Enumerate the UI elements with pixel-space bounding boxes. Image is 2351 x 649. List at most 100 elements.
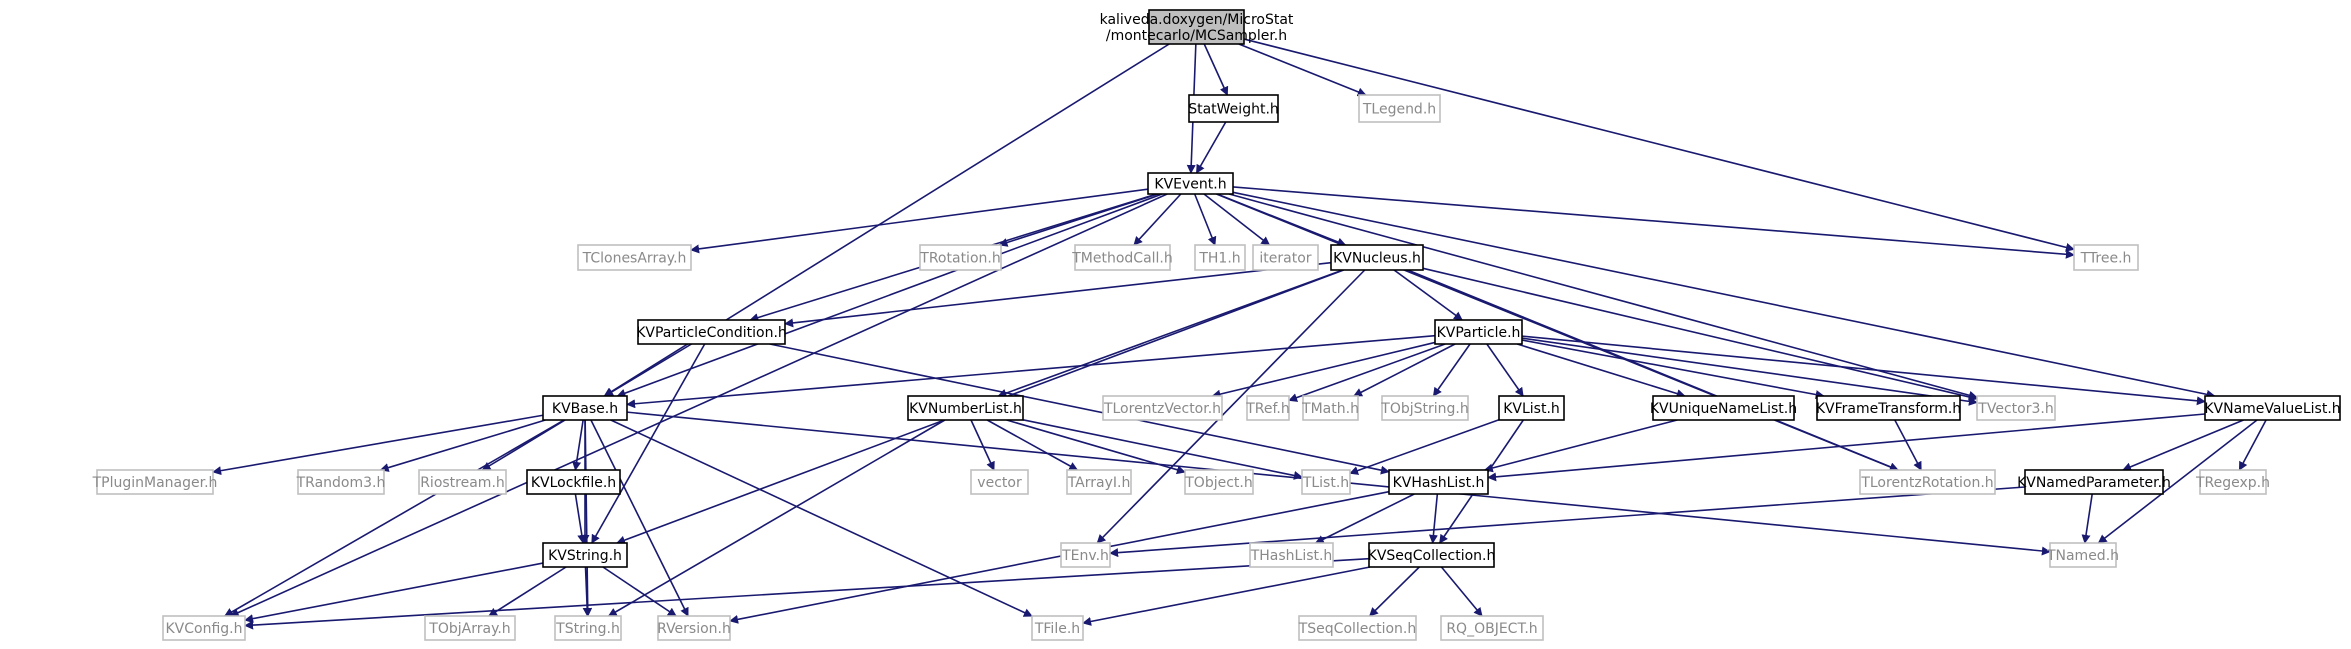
node-label-RQ_OBJECT: RQ_OBJECT.h [1446,621,1537,637]
node-root[interactable]: kaliveda.doxygen/MicroStat/montecarlo/MC… [1100,9,1294,45]
node-box-TString [554,615,622,641]
node-label-KVString: KVString.h [548,548,622,564]
node-label-TEnv: TEnv.h [1061,548,1109,564]
node-box-TFile [1031,615,1084,641]
edge-KVBase-to-TString [583,419,593,617]
node-box-KVNameValueList [2204,395,2341,421]
node-KVUniqueNameList[interactable]: KVUniqueNameList.h [1650,395,1797,421]
node-TEnv: TEnv.h [1060,542,1111,568]
node-label-TObjString: TObjString.h [1380,401,1468,417]
node-KVEvent[interactable]: KVEvent.h [1147,172,1234,195]
node-KVLockfile[interactable]: KVLockfile.h [526,469,621,495]
node-box-TObjArray [424,615,516,641]
edge-KVHashList-to-RVersion [729,490,1390,624]
node-label-KVLockfile: KVLockfile.h [531,475,616,491]
edge-KVNameValueList-to-KVHashList [1487,413,2206,482]
edge-KVEvent-to-TTree [1232,186,2075,259]
node-box-TRotation [919,244,1002,271]
node-KVParticle[interactable]: KVParticle.h [1434,319,1523,345]
node-label-KVList: KVList.h [1503,401,1560,417]
edge-KVParticle-to-KVNameValueList [1521,335,2206,406]
node-TLorentzRotation: TLorentzRotation.h [1859,469,1996,495]
node-KVFrameTransform[interactable]: KVFrameTransform.h [1816,395,1961,421]
node-box-TH1 [1194,244,1246,271]
node-TLorentzVector: TLorentzVector.h [1102,395,1223,421]
edge-KVBase-to-RVersion [590,419,689,617]
edge-KVNucleus-to-KVParticle [1393,269,1463,321]
node-box-KVLockfile [526,469,621,495]
node-box-KVHashList [1388,469,1489,495]
node-label-KVNucleus: KVNucleus.h [1333,251,1421,267]
node-KVList[interactable]: KVList.h [1498,395,1565,421]
edge-KVHashList-to-THashList [1314,493,1415,544]
node-TRotation: TRotation.h [919,244,1002,271]
node-box-TLorentzVector [1102,395,1223,421]
node-label-KVNamedParameter: KVNamedParameter.h [2017,475,2171,491]
node-box-TRandom3 [297,469,385,495]
edge-root-to-KVBase [603,43,1170,397]
node-label-TRotation: TRotation.h [919,251,1000,267]
edge-KVNumberList-to-TArrayI [986,419,1079,471]
node-label-TLorentzRotation: TLorentzRotation.h [1860,475,1993,491]
node-THashList: THashList.h [1249,542,1334,568]
edge-KVBase-to-KVConfig [224,419,565,617]
node-label-TSeqCollection: TSeqCollection.h [1298,621,1417,637]
edge-KVParticle-to-KVUniqueNameList [1516,343,1686,398]
node-TNamed: TNamed.h [2046,542,2119,568]
node-TObjString: TObjString.h [1380,395,1469,421]
node-label-StatWeight: StatWeight.h [1188,102,1279,118]
edge-KVNamedParameter-to-TNamed [2081,493,2093,544]
node-KVSeqCollection[interactable]: KVSeqCollection.h [1368,542,1496,568]
node-label-KVHashList: KVHashList.h [1393,475,1485,491]
edge-KVBase-to-TPluginManager [212,414,544,476]
edge-KVEvent-to-TH1 [1193,193,1217,246]
node-KVBase[interactable]: KVBase.h [542,395,628,421]
node-StatWeight[interactable]: StatWeight.h [1188,94,1279,123]
node-label-TVector3: TVector3.h [1977,401,2053,417]
node-box-Riostream [418,469,507,495]
edge-KVEvent-to-KVBase [616,193,1163,398]
node-box-TClonesArray [577,244,692,271]
node-box-TObject [1184,469,1254,495]
node-box-KVSeqCollection [1368,542,1495,568]
node-label-root: /montecarlo/MCSampler.h [1106,28,1287,44]
node-label-TArrayI: TArrayI.h [1067,475,1131,491]
node-KVNamedParameter[interactable]: KVNamedParameter.h [2017,469,2171,495]
edge-KVNumberList-to-TObject [1006,419,1186,475]
edge-StatWeight-to-KVEvent [1195,121,1227,174]
edge-KVParticle-to-KVFrameTransform [1521,339,1825,399]
node-box-TRef [1246,395,1290,421]
node-KVConfig: KVConfig.h [162,615,246,641]
edge-KVParticle-to-TObjString [1432,343,1471,397]
node-KVNameValueList[interactable]: KVNameValueList.h [2204,395,2341,421]
edge-KVNucleus-to-TVector3 [1422,267,1978,402]
node-TTree: TTree.h [2073,244,2139,271]
edge-root-to-TLegend [1238,43,1367,97]
node-label-TObject: TObject.h [1184,475,1252,491]
node-box-TTree [2073,244,2139,271]
node-KVNucleus[interactable]: KVNucleus.h [1330,244,1424,271]
node-label-KVParticleCondition: KVParticleCondition.h [636,325,787,341]
node-KVNumberList[interactable]: KVNumberList.h [907,395,1024,421]
node-label-KVSeqCollection: KVSeqCollection.h [1368,548,1496,564]
edge-KVUniqueNameList-to-KVHashList [1483,419,1678,473]
edge-KVBase-to-TFile [610,419,1033,617]
node-KVHashList[interactable]: KVHashList.h [1388,469,1489,495]
node-label-TFile: TFile.h [1034,621,1080,637]
edge-KVFrameTransform-to-TLorentzRotation [1894,419,1922,471]
node-box-KVList [1498,395,1565,421]
edge-KVLockfile-to-KVString [574,493,587,544]
node-KVParticleCondition[interactable]: KVParticleCondition.h [636,319,787,345]
node-box-iterator [1252,244,1319,271]
node-Riostream: Riostream.h [418,469,507,495]
node-vector: vector [970,469,1029,495]
node-TClonesArray: TClonesArray.h [577,244,692,271]
node-label-TLorentzVector: TLorentzVector.h [1103,401,1221,417]
node-box-TLorentzRotation [1859,469,1996,495]
node-label-TLegend: TLegend.h [1362,102,1436,118]
edge-KVParticle-to-TVector3 [1521,337,1978,406]
node-KVString[interactable]: KVString.h [542,542,628,568]
edge-KVNumberList-to-TString [607,419,946,617]
node-label-KVConfig: KVConfig.h [166,621,243,637]
edge-KVNumberList-to-vector [970,419,995,471]
